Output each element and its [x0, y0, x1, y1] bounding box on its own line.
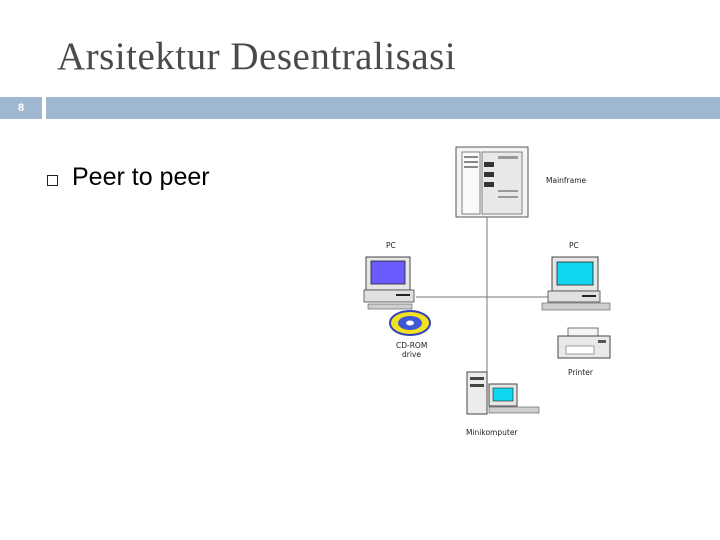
mainframe-icon — [455, 146, 529, 218]
cdrom-sub-label: drive — [402, 350, 421, 359]
pc-left-label: PC — [386, 241, 396, 250]
title-bar — [46, 97, 720, 119]
printer-icon — [557, 327, 611, 359]
slide-number-box — [0, 97, 42, 119]
pc-right-label: PC — [569, 241, 579, 250]
cdrom-label: CD-ROM — [396, 341, 427, 350]
slide-number: 8 — [17, 102, 25, 114]
network-lines — [416, 215, 552, 374]
slide-title: Arsitektur Desentralisasi — [57, 35, 457, 78]
bullet-item: Peer to peer — [72, 163, 210, 191]
minicomputer-icon — [466, 371, 540, 415]
printer-label: Printer — [568, 368, 594, 377]
bullet-square-icon — [47, 175, 58, 186]
pc-left-icon — [363, 256, 415, 310]
cdrom-icon — [389, 310, 431, 336]
minicomputer-label: Minikomputer — [466, 428, 518, 437]
mainframe-label: Mainframe — [546, 176, 587, 185]
pc-right-icon — [541, 256, 611, 311]
